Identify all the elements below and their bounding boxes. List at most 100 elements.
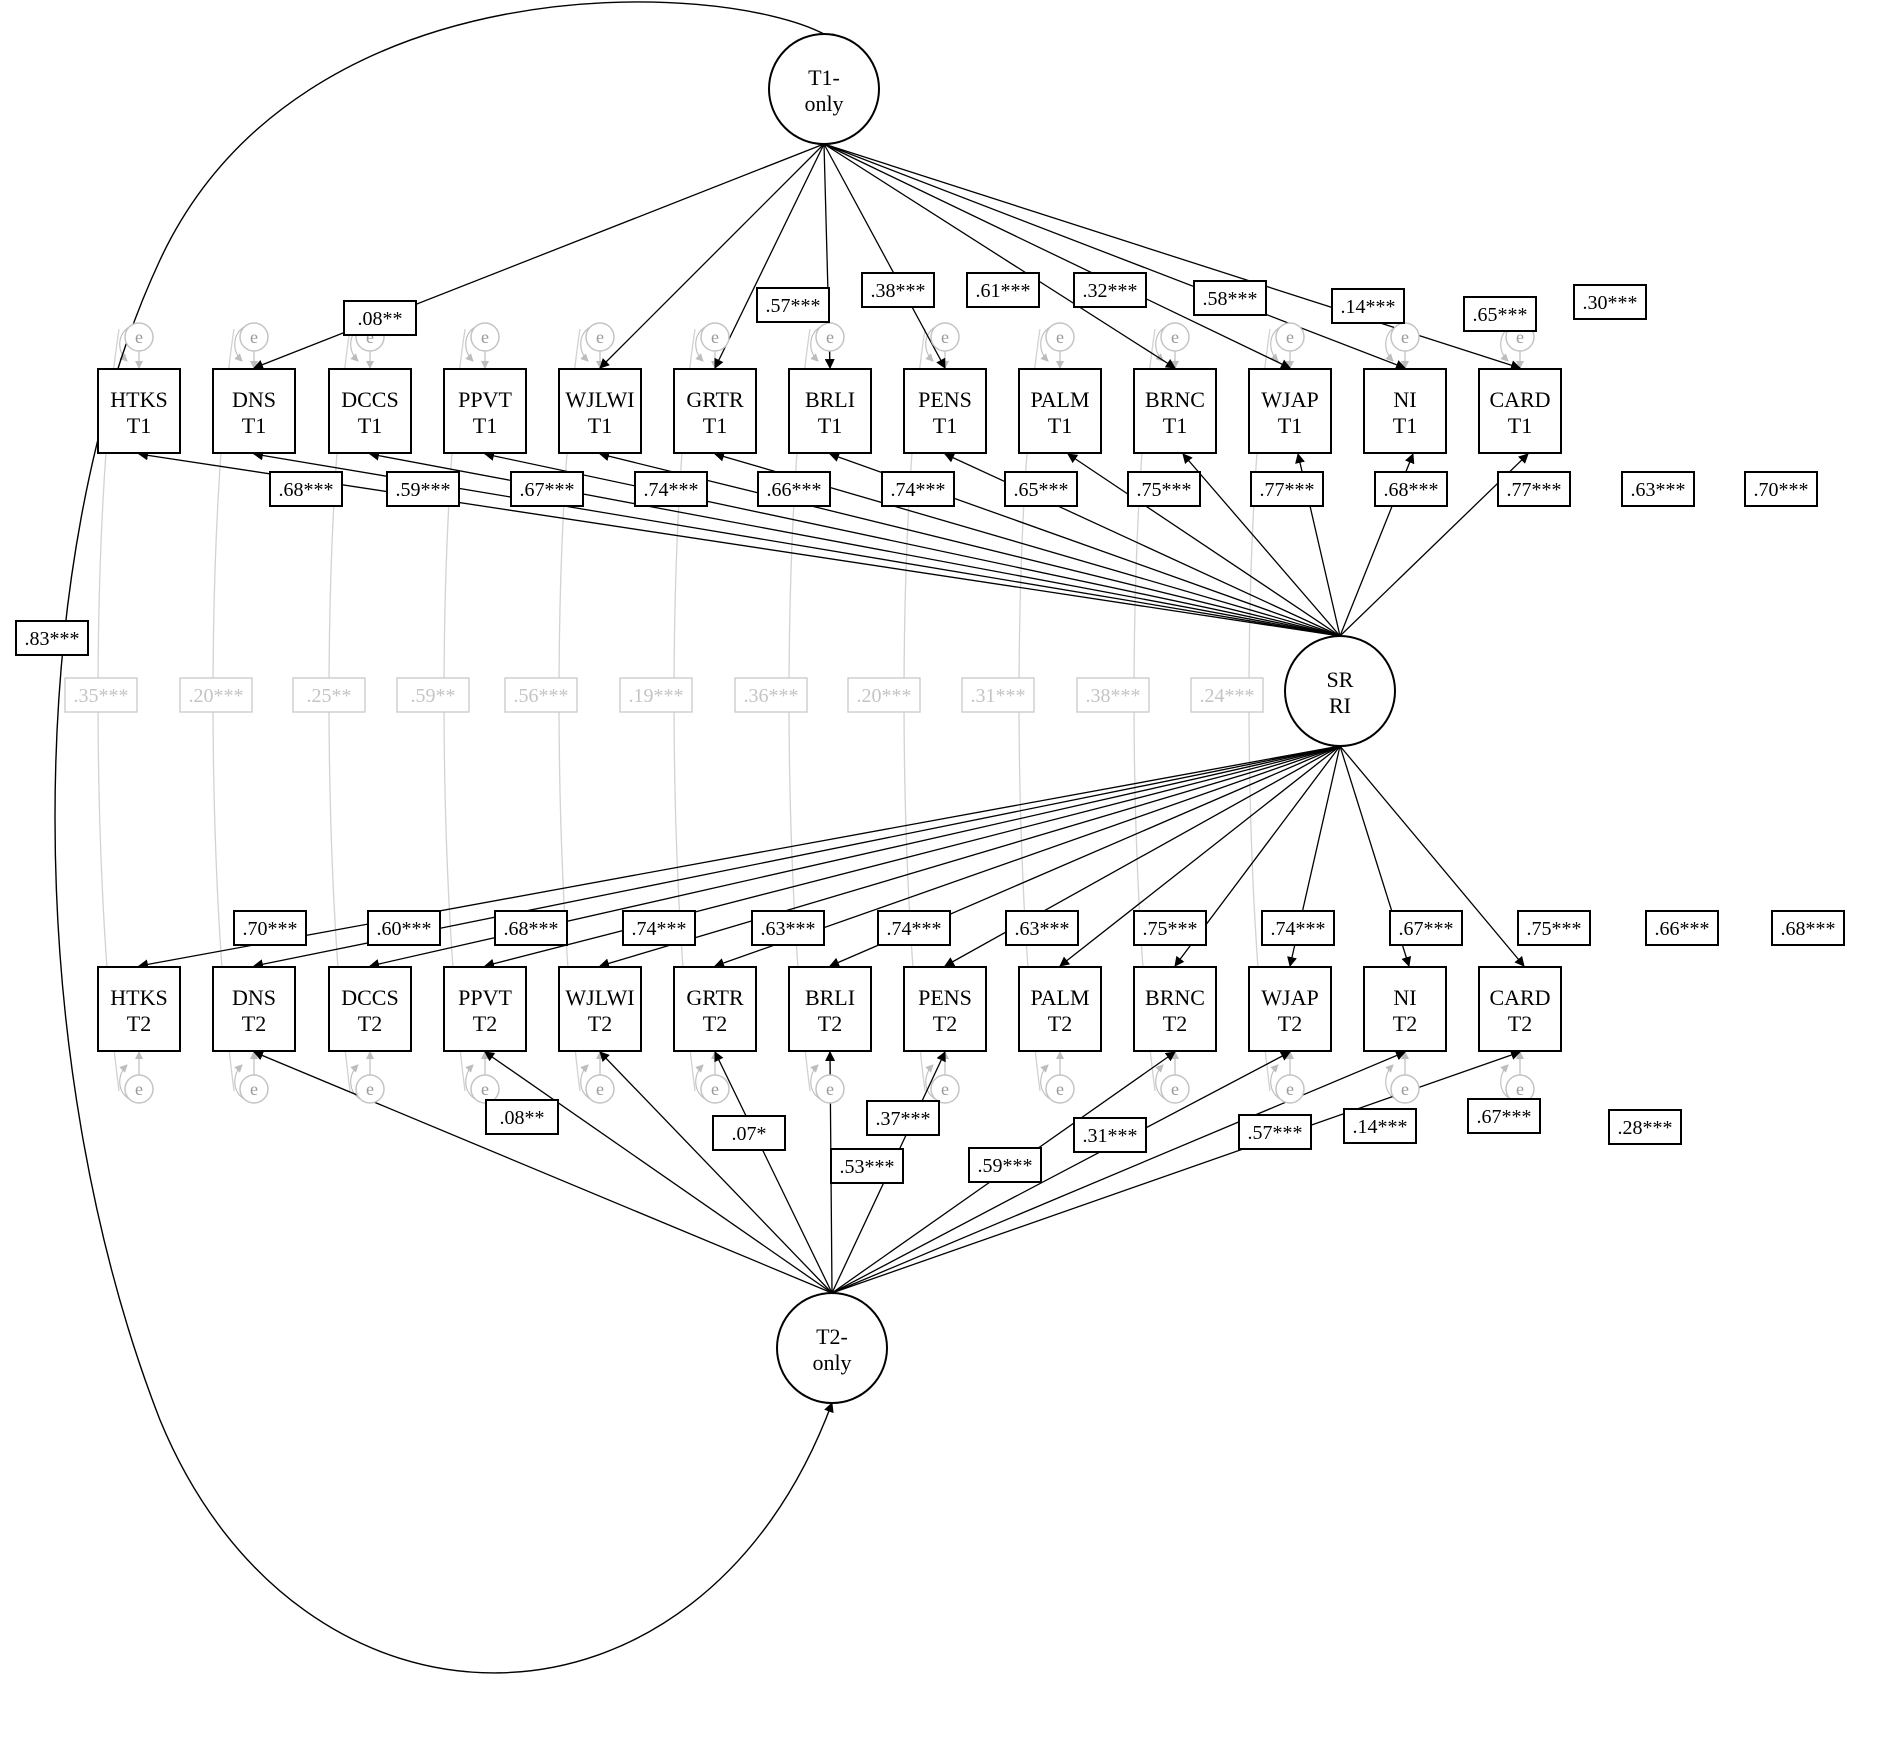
t1only-path-dns <box>253 143 825 370</box>
t1only-loading-brnc: .58*** <box>1193 280 1267 316</box>
indicator-pens-t1-box <box>903 368 987 454</box>
srri-t2-path-palm <box>1059 745 1341 967</box>
error-palm-t2: e <box>1045 1074 1075 1104</box>
indicator-brnc-t1-box <box>1133 368 1217 454</box>
t1only-loading-ni-box <box>1463 296 1537 332</box>
indicator-brli-t2-box <box>788 966 872 1052</box>
sr-ri-latent-label-0: SR <box>1327 667 1354 692</box>
srri-t1-loading-dccs-box <box>510 471 584 507</box>
t1only-loading-ni: .65*** <box>1463 296 1537 332</box>
srri-t2-loading-brli-box <box>1005 910 1079 946</box>
srri-t1-loading-ni-text: .63*** <box>1631 479 1686 501</box>
srri-t1-loading-dns: .59*** <box>386 471 460 507</box>
error-brnc-t2: e <box>1160 1074 1190 1104</box>
srri-t2-loading-dns-box <box>367 910 441 946</box>
t1only-loading-wjlwi-box <box>756 287 830 323</box>
indicator-wjap-t1-name: WJAP <box>1261 387 1318 412</box>
error-grtr-t1-circle <box>700 322 730 352</box>
error-dccs-t2-text: e <box>366 1079 374 1099</box>
t2only-loading-brnc-text: .57*** <box>1248 1122 1303 1144</box>
srri-t2-loading-htks: .70*** <box>233 910 307 946</box>
t1only-loading-pens: .32*** <box>1073 272 1147 308</box>
srri-t1-loading-brli-box <box>1004 471 1078 507</box>
indicator-brnc-t2-time: T2 <box>1163 1011 1187 1036</box>
indicator-brli-t1-name: BRLI <box>805 387 855 412</box>
t1only-loading-dns-text: .08** <box>358 308 403 330</box>
error-wjap-t1: e <box>1275 322 1305 352</box>
error-covariance-label-palm: .31*** <box>961 677 1035 713</box>
error-ppvt-t1-text: e <box>481 327 489 347</box>
error-dccs-t2-variance <box>350 1064 361 1100</box>
srri-t2-loading-wjap-box <box>1517 910 1591 946</box>
error-covariance-label-wjap-box <box>1190 677 1264 713</box>
error-brnc-t1-text: e <box>1171 327 1179 347</box>
error-covariance-label-wjap-text: .24*** <box>1200 685 1255 707</box>
t2only-loading-ni-text: .67*** <box>1477 1106 1532 1128</box>
t1only-loading-ni-text: .65*** <box>1473 304 1528 326</box>
srri-t1-loading-ppvt-box <box>634 471 708 507</box>
indicator-htks-t2-name: HTKS <box>110 985 167 1010</box>
t2only-loading-dns-box <box>485 1099 559 1135</box>
srri-t2-loading-palm: .74*** <box>1261 910 1335 946</box>
t2only-path-wjap <box>831 1051 1291 1294</box>
srri-t2-loading-dns: .60*** <box>367 910 441 946</box>
error-htks-t2-text: e <box>135 1079 143 1099</box>
t1only-loading-pens-box <box>1073 272 1147 308</box>
srri-t1-loading-wjap-text: .77*** <box>1507 479 1562 501</box>
srri-t1-loading-ppvt: .74*** <box>634 471 708 507</box>
error-ppvt-t1-circle <box>470 322 500 352</box>
error-htks-t2-variance <box>119 1064 130 1100</box>
error-brnc-t1: e <box>1160 322 1190 352</box>
srri-t1-loading-dns-text: .59*** <box>396 479 451 501</box>
covariance-t1only-t2only-arc <box>54 1 835 1674</box>
t1-only-latent-label-1: only <box>804 91 843 116</box>
indicator-grtr-t2-box <box>673 966 757 1052</box>
error-covariance-label-brli-text: .36*** <box>744 685 799 707</box>
nodes-layer: T1-onlySRRIT2-onlyHTKST1HTKST2eeDNST1DNS… <box>97 33 1562 1404</box>
t1only-path-wjlwi <box>599 143 825 369</box>
srri-t2-loading-grtr-box <box>877 910 951 946</box>
srri-t1-loading-wjap: .77*** <box>1497 471 1571 507</box>
srri-t1-loading-palm-text: .77*** <box>1260 479 1315 501</box>
error-ppvt-t2: e <box>470 1074 500 1104</box>
error-covariance-label-htks-box <box>64 677 138 713</box>
t2only-loading-ni-box <box>1467 1098 1541 1134</box>
t2only-loading-brli-box <box>968 1147 1042 1183</box>
error-covariance-label-grtr-text: .19*** <box>629 685 684 707</box>
t1only-loading-brnc-box <box>1193 280 1267 316</box>
error-covariance-label-dccs: .25** <box>292 677 366 713</box>
t2only-loading-brli: .59*** <box>968 1147 1042 1183</box>
srri-t1-loading-htks-text: .68*** <box>279 479 334 501</box>
error-ni-t2-circle <box>1390 1074 1420 1104</box>
indicator-wjap-t1-time: T1 <box>1278 413 1302 438</box>
error-ppvt-t2-text: e <box>481 1079 489 1099</box>
error-wjlwi-t2-circle <box>585 1074 615 1104</box>
t2only-loading-ppvt-box <box>712 1115 786 1151</box>
indicator-palm-t2-box <box>1018 966 1102 1052</box>
error-covariance-label-dccs-text: .25** <box>307 685 352 707</box>
error-palm-t1-variance <box>1040 326 1051 362</box>
indicator-pens-t1-time: T1 <box>933 413 957 438</box>
srri-t2-loading-ppvt: .74*** <box>622 910 696 946</box>
srri-t1-loading-dccs-text: .67*** <box>520 479 575 501</box>
t2only-loading-card-text: .28*** <box>1618 1117 1673 1139</box>
indicator-wjlwi-t2-box <box>558 966 642 1052</box>
error-pens-t2-circle <box>930 1074 960 1104</box>
error-dns-t1-variance <box>234 326 245 362</box>
indicator-pens-t2-box <box>903 966 987 1052</box>
error-grtr-t1-text: e <box>711 327 719 347</box>
error-grtr-t2: e <box>700 1074 730 1104</box>
indicator-dccs-t2-time: T2 <box>358 1011 382 1036</box>
indicator-dccs-t2-name: DCCS <box>341 985 398 1010</box>
srri-t1-loading-brnc-box <box>1374 471 1448 507</box>
covariance-t1only-t2only-label-text: .83*** <box>25 628 80 650</box>
error-covariance-label-wjlwi-box <box>504 677 578 713</box>
srri-t2-loading-pens: .75*** <box>1133 910 1207 946</box>
indicator-dccs-t1-time: T1 <box>358 413 382 438</box>
